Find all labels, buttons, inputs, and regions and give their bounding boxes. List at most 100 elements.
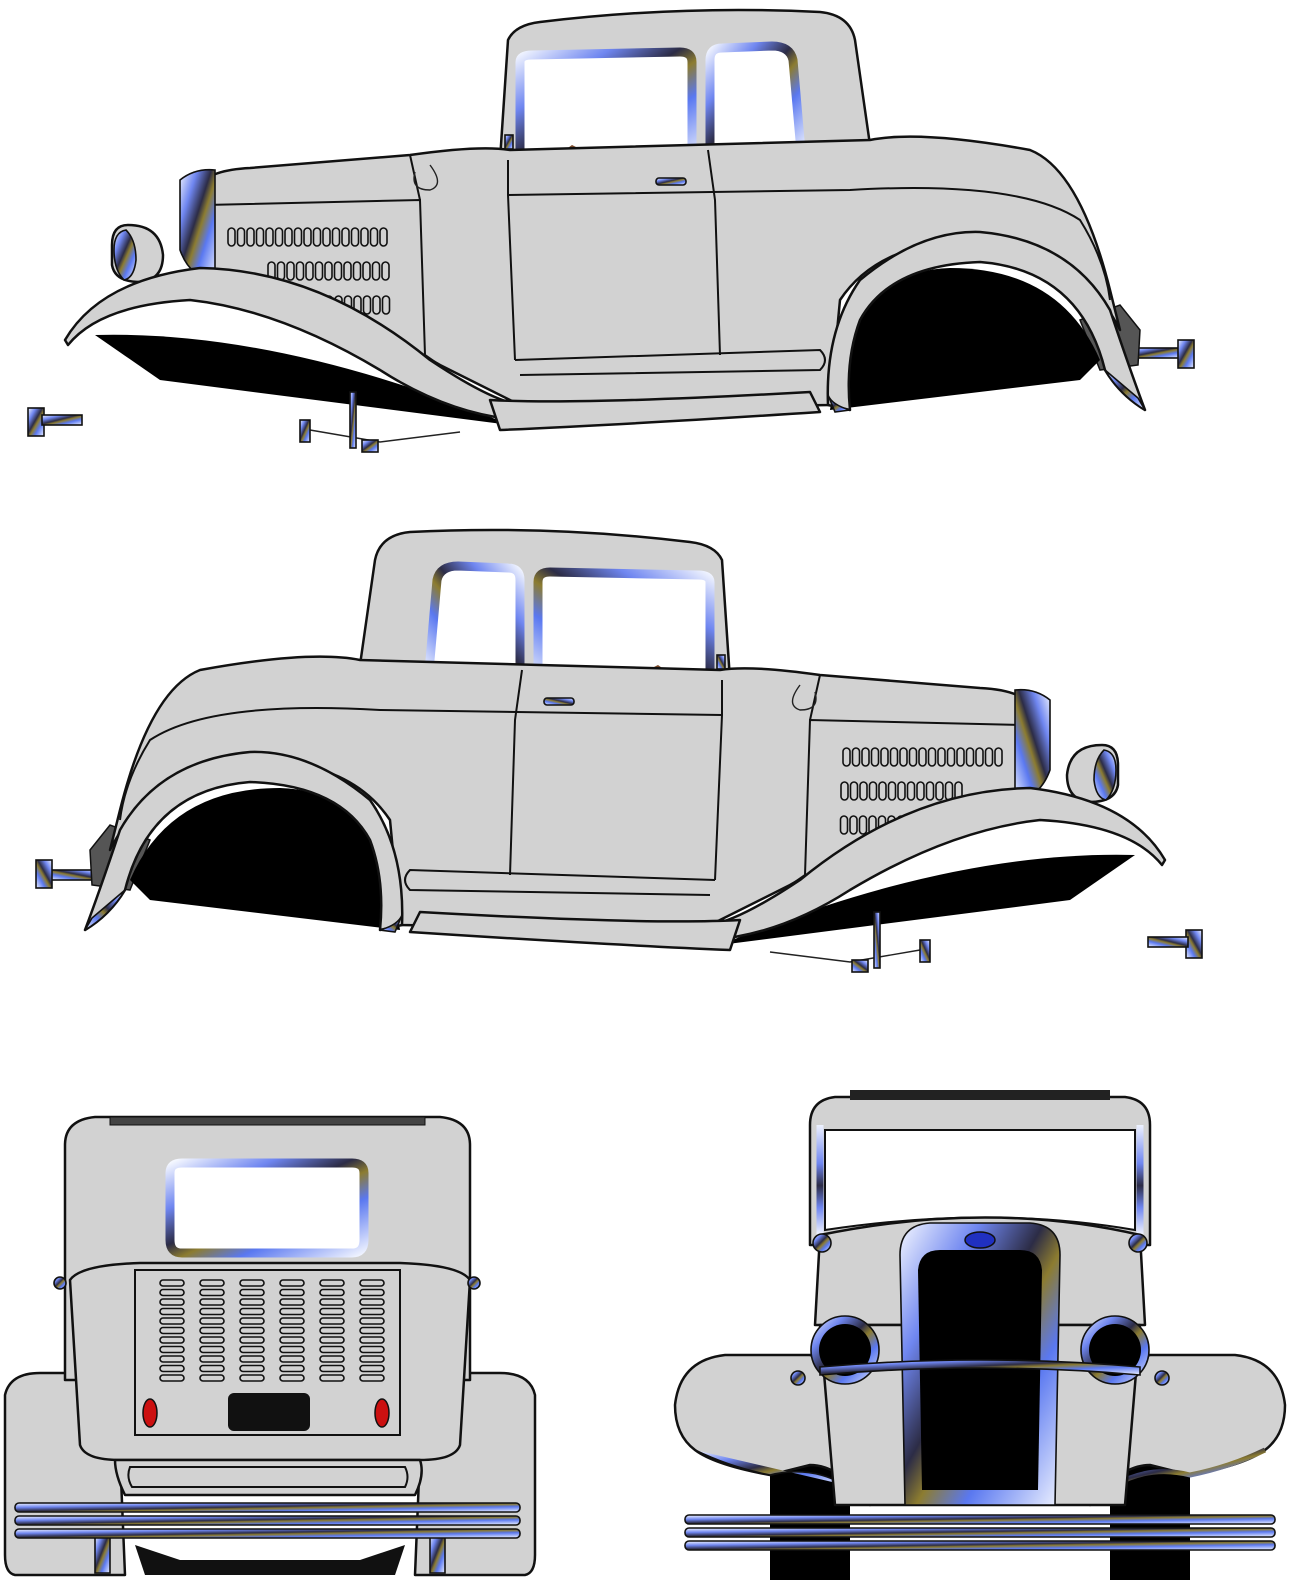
louver-slot — [861, 747, 870, 767]
headlight-bar — [819, 1359, 1141, 1376]
louver-slot — [350, 227, 360, 247]
cowl-lamp-left — [812, 1233, 832, 1253]
front-tire — [720, 854, 1135, 945]
louver-slot — [341, 227, 350, 247]
louver-slot — [239, 1279, 265, 1287]
front-axle — [299, 391, 461, 453]
louver-slot — [255, 227, 265, 247]
rear-view — [0, 1105, 540, 1585]
lamp-right — [467, 1276, 481, 1290]
louver-slot — [239, 1364, 265, 1373]
louver-slot — [880, 747, 889, 767]
louver-slot — [279, 1355, 305, 1363]
louver-slot — [319, 1298, 345, 1306]
louver-slot — [994, 747, 1003, 767]
rear-bumper-end — [1129, 339, 1195, 369]
louver-slot — [159, 1288, 185, 1297]
louver-slot — [279, 1317, 305, 1325]
louver-slot — [319, 1355, 345, 1363]
louver-slot — [239, 1374, 265, 1382]
louver-slot — [279, 1374, 305, 1382]
parking-lamp-right — [1154, 1370, 1170, 1386]
louver-slot — [246, 227, 255, 247]
louver-slot — [199, 1336, 225, 1344]
door-hinge — [504, 134, 514, 150]
louver-slot — [319, 1364, 345, 1373]
louver-slot — [975, 747, 984, 767]
lamp-left — [53, 1276, 67, 1290]
louver-slot — [379, 227, 388, 247]
louver-slot — [908, 747, 918, 767]
hood-emblem — [964, 1231, 996, 1249]
louver-slot — [239, 1336, 265, 1344]
louver-slot — [239, 1345, 265, 1354]
louver-slot — [319, 1317, 345, 1325]
louver-slot — [352, 261, 362, 281]
louver-slot — [199, 1364, 225, 1373]
louver-slot — [159, 1279, 185, 1287]
door-handle — [543, 697, 575, 706]
louver-slot — [319, 1336, 345, 1344]
louver-slot — [984, 747, 994, 767]
front-tire — [95, 334, 510, 425]
louver-slot — [359, 1364, 385, 1373]
louver-slot — [239, 1326, 265, 1335]
louver-slot — [359, 1326, 385, 1335]
louver-slot — [239, 1298, 265, 1306]
louver-slot — [897, 781, 906, 801]
louver-slot — [359, 1317, 385, 1325]
parking-lamp-left — [790, 1370, 806, 1386]
louver-slot — [284, 227, 293, 247]
louver-slot — [159, 1345, 185, 1354]
louver-slot — [319, 1279, 345, 1287]
louver-slot — [918, 747, 927, 767]
louver-slot — [319, 1345, 345, 1354]
rear-bumper — [14, 1502, 521, 1539]
louver-slot — [239, 1317, 265, 1325]
louver-slot — [956, 747, 965, 767]
louver-slot — [840, 781, 849, 801]
cowl-lamp-right — [1128, 1233, 1148, 1253]
radiator-shell — [1014, 688, 1051, 801]
louver-slot — [239, 1355, 265, 1363]
louver-slot — [279, 1298, 305, 1306]
louver-slot — [159, 1298, 185, 1306]
louver-slot — [199, 1298, 225, 1306]
rear-tire — [130, 788, 400, 930]
louver-slot — [906, 781, 916, 801]
headlight-lens — [113, 229, 137, 281]
louver-slot — [324, 261, 333, 281]
door-hinge — [716, 654, 726, 670]
louver-slot — [159, 1326, 185, 1335]
louver-slot — [159, 1317, 185, 1325]
louver-slot — [362, 261, 371, 281]
louver-slot — [159, 1364, 185, 1373]
louver-slot — [319, 1288, 345, 1297]
louver-slot — [279, 1364, 305, 1373]
louver-slot — [199, 1345, 225, 1354]
louver-slot — [199, 1307, 225, 1316]
louver-slot — [239, 1307, 265, 1316]
louver-slot — [319, 1307, 345, 1316]
louver-slot — [381, 261, 390, 281]
louver-slot — [279, 1326, 305, 1335]
deck-lid — [134, 1269, 401, 1436]
front-bumper-end — [27, 407, 83, 437]
headlight-lens — [1093, 749, 1117, 801]
louver-slot — [362, 295, 372, 315]
louver-slot — [199, 1374, 225, 1382]
louver-slot — [839, 815, 849, 835]
louver-slot — [159, 1307, 185, 1316]
louver-slot — [887, 781, 897, 801]
louver-slot — [359, 1307, 385, 1316]
louver-slot — [369, 227, 379, 247]
louver-slot — [343, 261, 352, 281]
louver-slot — [868, 781, 878, 801]
louver-slot — [265, 227, 274, 247]
louver-slot — [359, 1336, 385, 1344]
louver-slot — [859, 781, 868, 801]
windshield — [824, 1129, 1136, 1232]
louver-slot — [199, 1288, 225, 1297]
louver-slot — [322, 227, 331, 247]
louver-slot — [305, 261, 314, 281]
